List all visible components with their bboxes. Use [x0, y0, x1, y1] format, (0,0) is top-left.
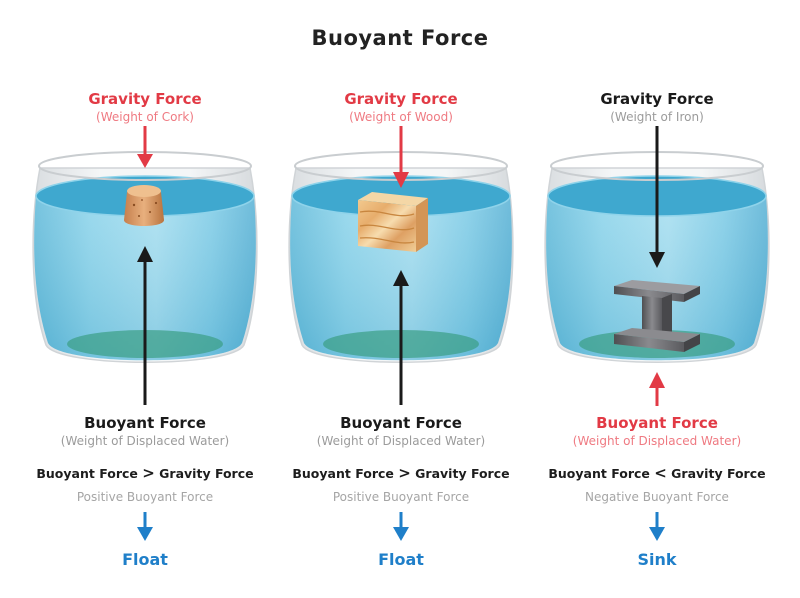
result-arrow-1	[137, 512, 153, 541]
buoyant-force-label: Buoyant Force	[340, 414, 462, 432]
buoyant-force-sub: (Weight of Displaced Water)	[316, 434, 486, 448]
buoyant-arrow-cork	[137, 246, 153, 405]
result-label: Sink	[637, 550, 677, 569]
comparison-symbol: <	[654, 464, 667, 482]
buoyancy-kind: Positive Buoyant Force	[332, 490, 470, 504]
buoyant-arrow-wood	[393, 270, 409, 405]
iron-beam-object	[614, 280, 700, 352]
cork-object	[124, 185, 164, 226]
gravity-force-label: Gravity Force	[344, 90, 458, 108]
buoyant-force-label: Buoyant Force	[84, 414, 206, 432]
gravity-arrow-cork	[137, 126, 153, 168]
gravity-force-sub: (Weight of Wood)	[349, 110, 453, 124]
force-comparison: Buoyant Force > Gravity Force	[276, 464, 526, 482]
column-iron: Gravity Force (Weight of Iron) Buoyant F…	[532, 0, 782, 598]
buoyant-force-sub: (Weight of Displaced Water)	[572, 434, 742, 448]
result-label: Float	[122, 550, 168, 569]
buoyancy-kind: Positive Buoyant Force	[76, 490, 214, 504]
force-comparison: Buoyant Force > Gravity Force	[20, 464, 270, 482]
comparison-left: Buoyant Force	[36, 466, 138, 481]
comparison-symbol: >	[142, 464, 155, 482]
comparison-right: Gravity Force	[159, 466, 254, 481]
column-wood: Gravity Force (Weight of Wood) Buoyant F…	[276, 0, 526, 598]
gravity-force-sub: (Weight of Cork)	[96, 110, 194, 124]
gravity-arrow-wood	[393, 126, 409, 188]
result-arrow-3	[649, 512, 665, 541]
result-label: Float	[378, 550, 424, 569]
gravity-force-label: Gravity Force	[88, 90, 202, 108]
comparison-right: Gravity Force	[671, 466, 766, 481]
buoyancy-kind: Negative Buoyant Force	[585, 490, 729, 504]
result-arrow-2	[393, 512, 409, 541]
comparison-symbol: >	[398, 464, 411, 482]
gravity-arrow-iron	[649, 126, 665, 268]
comparison-left: Buoyant Force	[548, 466, 650, 481]
gravity-force-sub: (Weight of Iron)	[610, 110, 704, 124]
force-comparison: Buoyant Force < Gravity Force	[532, 464, 782, 482]
buoyant-force-label: Buoyant Force	[596, 414, 718, 432]
jar-iron	[544, 151, 770, 363]
comparison-right: Gravity Force	[415, 466, 510, 481]
wood-block-object	[358, 192, 428, 252]
comparison-left: Buoyant Force	[292, 466, 394, 481]
column-cork: Gravity Force (Weight of Cork) Buoyant F…	[20, 0, 270, 598]
buoyant-arrow-iron	[649, 372, 665, 406]
gravity-force-label: Gravity Force	[600, 90, 714, 108]
buoyant-force-sub: (Weight of Displaced Water)	[60, 434, 230, 448]
diagram-title: Buoyant Force	[311, 26, 489, 50]
